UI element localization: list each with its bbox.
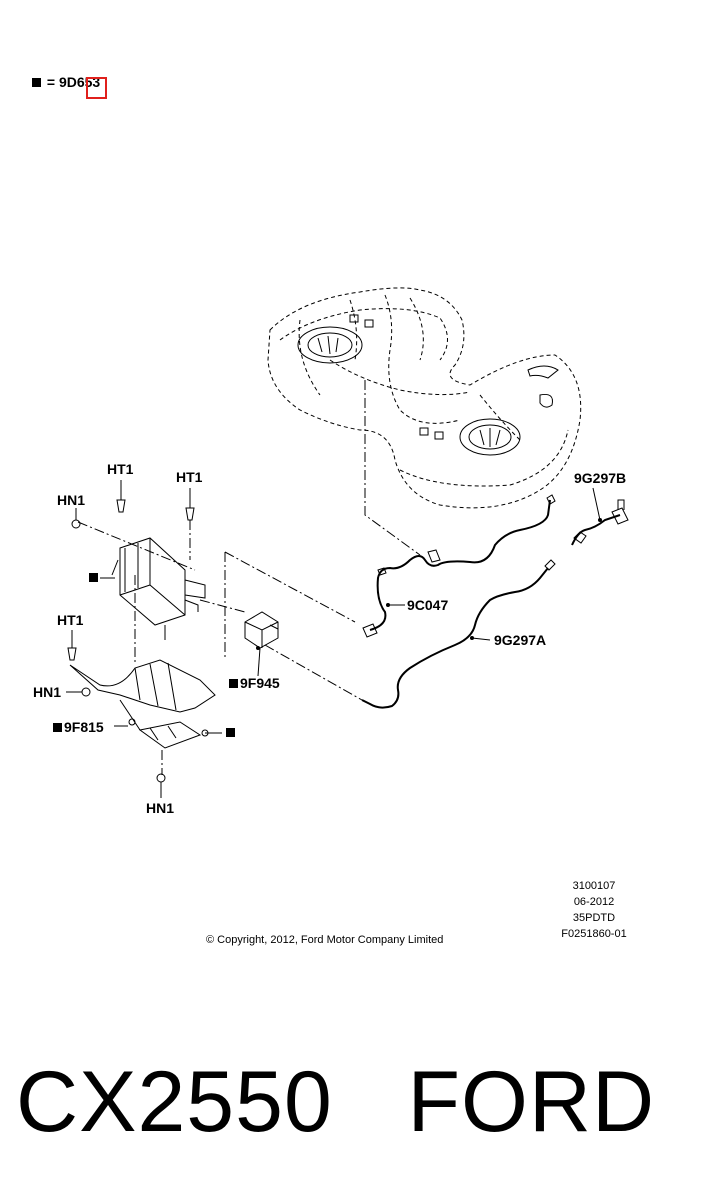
meta-figure: F0251860-01 [561, 928, 627, 940]
highlight-box [86, 77, 107, 99]
fastener-hn1-b [66, 687, 91, 697]
square-marker-icon [32, 78, 41, 87]
fastener-9f815 [114, 718, 136, 727]
square-marker-icon [89, 573, 98, 582]
square-marker-icon [226, 728, 235, 737]
fastener-ht1-c [67, 630, 77, 661]
canister-bracket [69, 659, 216, 749]
label-9f945: 9F945 [229, 675, 280, 691]
fastener-hn1-c [156, 773, 166, 798]
label-9g297a: 9G297A [494, 632, 547, 648]
label-9f815: 9F815 [53, 719, 104, 735]
square-marker-icon [229, 679, 238, 688]
label-ht1-lower: HT1 [57, 612, 84, 628]
canister [111, 537, 206, 640]
label-hn1-mid: HN1 [33, 684, 62, 700]
purge-valve [244, 611, 279, 649]
fastener-hn1-a [71, 508, 81, 529]
meta-ref: 35PDTD [572, 912, 616, 924]
fuel-sender-right [459, 418, 521, 456]
meta-date: 06-2012 [573, 896, 615, 908]
footer-title: CX2550 FORD [16, 1054, 656, 1150]
fuel-line-9g297 [361, 514, 621, 709]
label-ht1-top-left: HT1 [107, 461, 134, 477]
label-9g297b: 9G297B [574, 470, 627, 486]
fastener-right [201, 729, 222, 737]
vapor-line-9c047 [369, 499, 551, 631]
square-marker-icon [53, 723, 62, 732]
label-9c047: 9C047 [407, 597, 449, 613]
fuel-tank-outline [267, 287, 582, 509]
meta-code: 3100107 [572, 880, 616, 892]
fastener-ht1-b [185, 488, 195, 521]
label-hn1-bottom: HN1 [146, 800, 175, 816]
fuel-sender-left [297, 326, 363, 364]
copyright: © Copyright, 2012, Ford Motor Company Li… [206, 934, 444, 946]
label-ht1-top-right: HT1 [176, 469, 203, 485]
fastener-ht1-a [116, 480, 126, 513]
label-hn1-left: HN1 [57, 492, 86, 508]
